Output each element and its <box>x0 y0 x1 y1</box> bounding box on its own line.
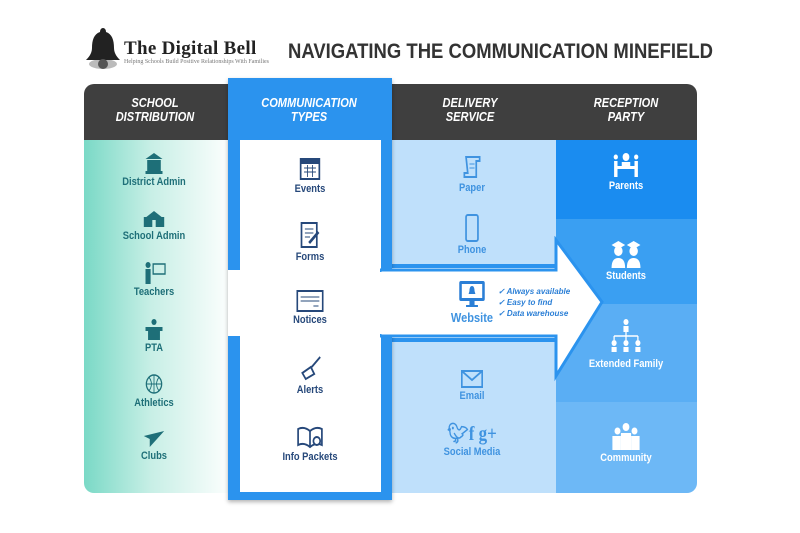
bell-icon <box>86 28 120 69</box>
phone-icon <box>465 214 479 242</box>
item-social-media: 🐦︎f g+Social Media <box>430 422 515 458</box>
item-info-packets: Info Packets <box>268 425 353 463</box>
logo-subtitle: Helping Schools Build Positive Relations… <box>124 59 269 65</box>
community-icon <box>612 423 640 450</box>
item-forms: Forms <box>268 221 353 263</box>
item-events: Events <box>268 155 353 195</box>
item-students: Students <box>584 240 669 282</box>
calendar-icon <box>299 158 321 180</box>
graduates-icon <box>611 241 641 268</box>
scroll-icon <box>463 156 481 178</box>
arrow-head <box>380 236 604 382</box>
item-paper: Paper <box>430 154 515 194</box>
item-extended-family: Extended Family <box>584 318 669 370</box>
item-athletics: Athletics <box>112 373 197 409</box>
paper-plane-icon <box>143 431 165 447</box>
item-community: Community <box>584 422 669 464</box>
item-website: Website <box>430 280 515 325</box>
item-pta: PTA <box>112 318 197 354</box>
book-search-icon <box>297 426 323 449</box>
logo: The Digital Bell Helping Schools Build P… <box>84 26 274 74</box>
item-alerts: Alerts <box>268 356 353 396</box>
school-icon <box>143 211 165 227</box>
item-notices: Notices <box>268 290 353 326</box>
envelope-icon <box>460 370 484 388</box>
item-parents: Parents <box>584 152 669 192</box>
item-district-admin: District Admin <box>112 152 197 188</box>
delivery-bottom-panel <box>388 338 556 493</box>
monitor-bell-icon <box>459 281 485 307</box>
teacher-icon <box>145 262 166 284</box>
parents-meeting-icon <box>613 153 639 177</box>
item-teachers: Teachers <box>112 262 197 298</box>
building-icon <box>145 153 163 174</box>
page-title: NAVIGATING THE COMMUNICATION MINEFIELD <box>288 40 714 63</box>
item-school-admin: School Admin <box>112 208 197 242</box>
website-benefits: ✓ Always available✓ Easy to find✓ Data w… <box>498 287 571 318</box>
form-icon <box>300 222 320 248</box>
basketball-icon <box>145 374 163 394</box>
hand-bell-icon <box>301 356 321 381</box>
family-tree-icon <box>611 319 641 352</box>
logo-title: The Digital Bell <box>124 38 257 59</box>
delivery-top-panel <box>388 140 556 268</box>
item-clubs: Clubs <box>112 430 197 462</box>
social-icons: 🐦︎f g+ <box>447 423 497 445</box>
notice-icon <box>296 290 324 312</box>
item-phone: Phone <box>430 214 515 256</box>
item-email: Email <box>430 370 515 402</box>
podium-icon <box>145 319 163 340</box>
